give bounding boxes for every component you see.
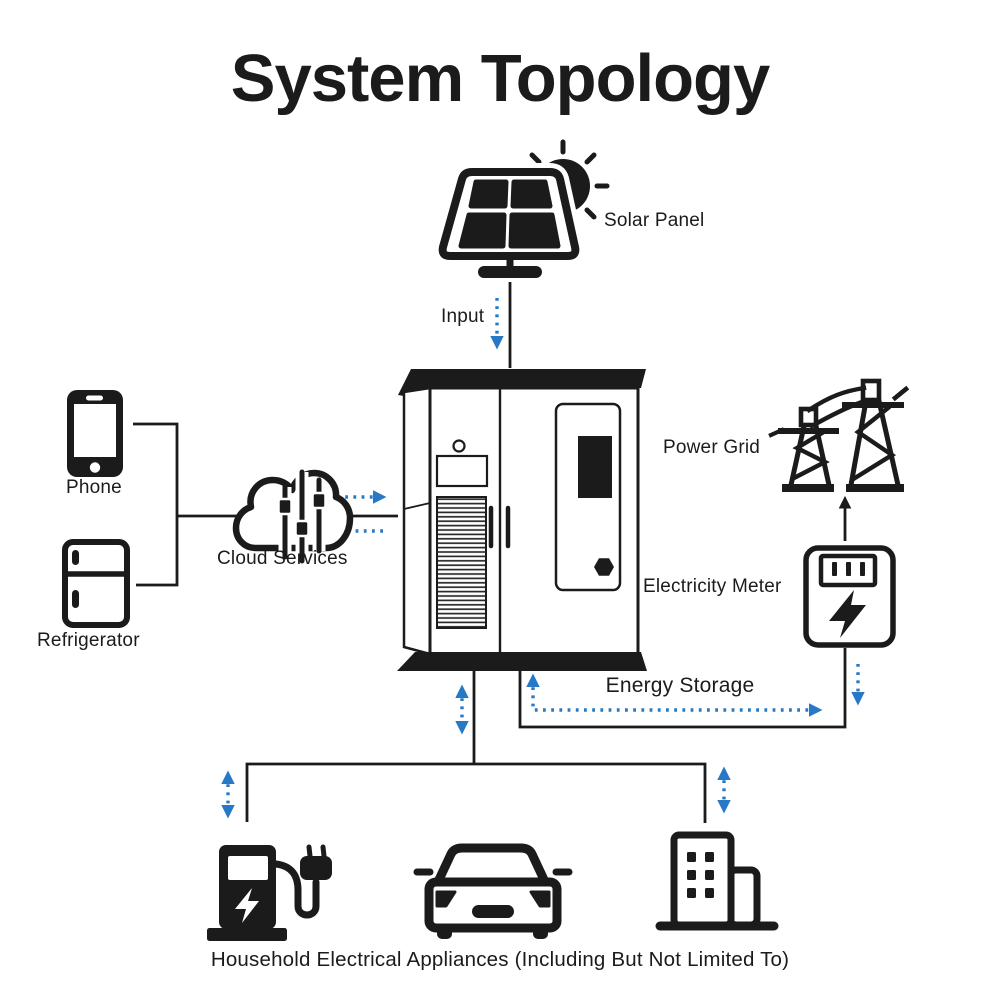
electricity-meter-label: Electricity Meter: [643, 576, 782, 597]
appliance-bracket-line: [133, 422, 179, 587]
charger-bolt-icon: [235, 888, 259, 923]
charger-cable: [272, 860, 320, 919]
input-label: Input: [441, 306, 485, 327]
charger-plug: [300, 856, 332, 880]
page-title: System Topology: [230, 41, 770, 116]
energy-storage-flow-arrow: [526, 673, 823, 717]
lightning-bolt-icon: [829, 590, 866, 638]
ev-charger-icon: [207, 844, 332, 941]
building-icon: [655, 831, 779, 931]
cloud-services-icon: [232, 469, 354, 564]
phone-icon: [67, 390, 123, 477]
bottom-bus-line: [245, 762, 707, 823]
car-icon: [413, 843, 573, 939]
solar-panel-icon: [433, 139, 610, 278]
solar-panel-label: Solar Panel: [604, 210, 705, 231]
cabinet-to-meter-line: [518, 648, 847, 729]
electricity-meter-icon: [803, 545, 896, 648]
refrigerator-label: Refrigerator: [37, 630, 140, 651]
cloud-services-label: Cloud Services: [217, 548, 348, 569]
power-grid-towers-icon: [768, 378, 910, 492]
energy-storage-cabinet-icon: [397, 369, 647, 671]
refrigerator-icon: [62, 539, 130, 628]
phone-label: Phone: [66, 477, 122, 498]
energy-storage-label: Energy Storage: [605, 674, 755, 697]
household-appliances-caption: Household Electrical Appliances (Includi…: [210, 948, 790, 971]
power-grid-label: Power Grid: [663, 437, 761, 458]
cloud-sliders: [277, 469, 327, 564]
